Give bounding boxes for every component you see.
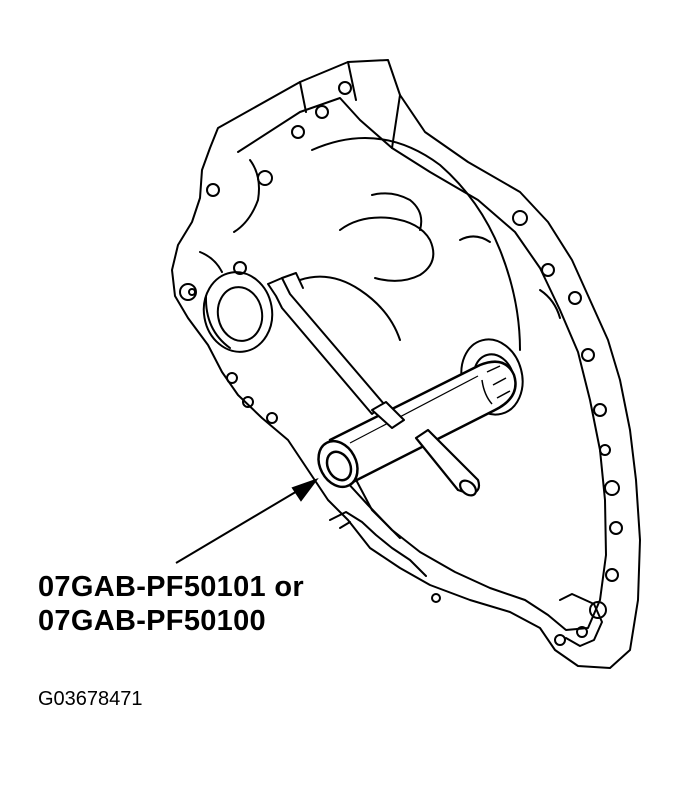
seal-left-inner <box>216 286 264 342</box>
tool-l-handle <box>267 277 385 415</box>
leader-arrow <box>175 477 319 564</box>
tool-cylinder <box>317 360 517 489</box>
part-number-line-1: 07GAB-PF50101 or <box>38 571 304 603</box>
part-number-line-2: 07GAB-PF50100 <box>38 605 266 637</box>
figure-id-label: G03678471 <box>38 688 143 710</box>
housing-outline <box>171 59 641 669</box>
housing-flange <box>237 97 607 631</box>
tool-cross-pin <box>414 428 481 497</box>
seal-left-outer <box>202 271 274 353</box>
